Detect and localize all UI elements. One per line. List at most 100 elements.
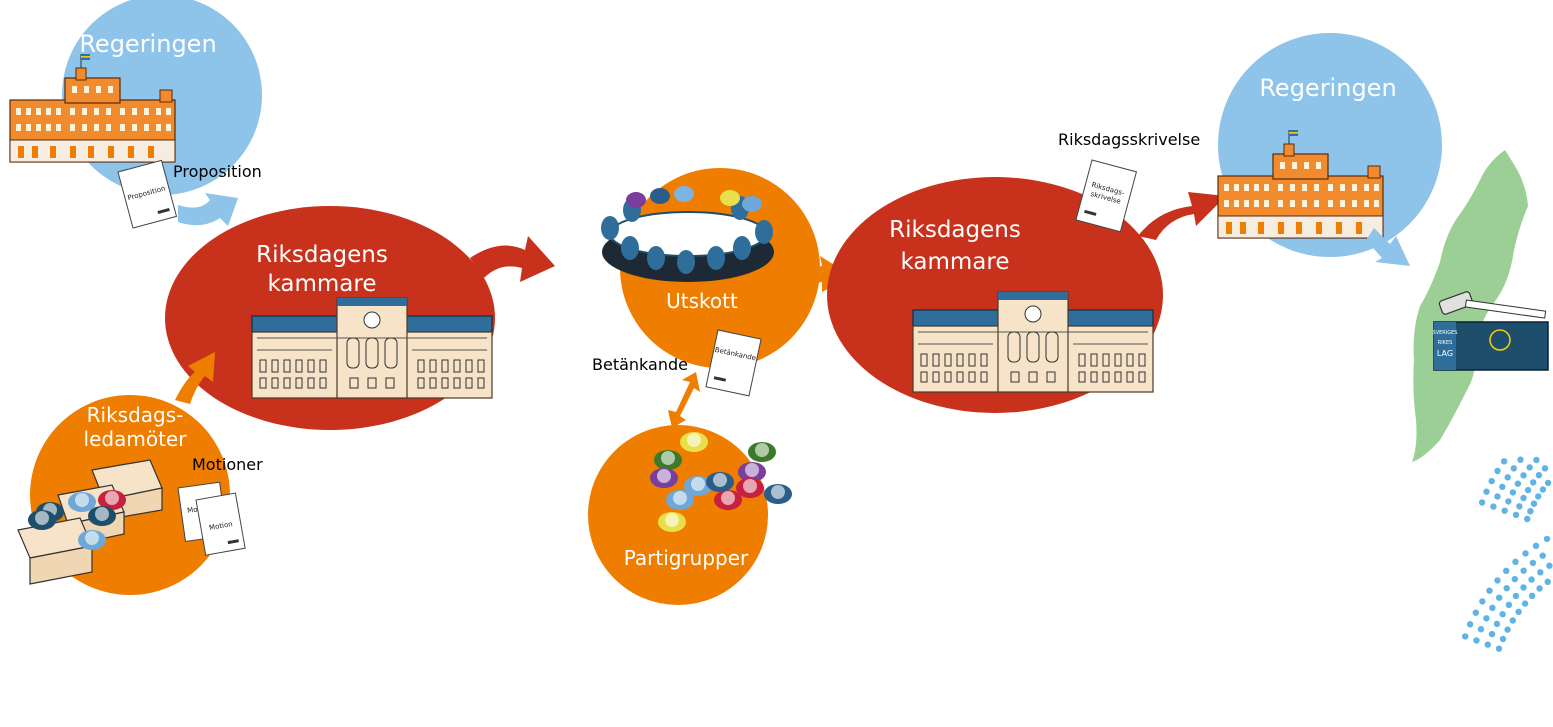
decorative-dot: [1483, 488, 1490, 495]
arrow-utskott-partigrupper: [668, 372, 700, 428]
arrow-proposition-to-kammare: [178, 193, 238, 226]
motion-documents-icon: Mot Motion: [177, 481, 246, 556]
regeringen-right-label: Regeringen: [1259, 74, 1396, 102]
decorative-dot: [1505, 498, 1512, 505]
decorative-dot: [1543, 535, 1551, 543]
arrow-kammare-to-utskott: [470, 236, 555, 282]
decorative-dot: [1514, 480, 1522, 487]
utskott-label: Utskott: [666, 289, 738, 313]
decorative-dot: [1526, 464, 1533, 471]
decorative-dot: [1484, 641, 1492, 648]
decorative-dot: [1544, 479, 1552, 487]
decorative-dot: [1515, 608, 1522, 615]
arrow-ledamoter-to-kammare: [175, 352, 215, 404]
ledamoter-label-line2: ledamöter: [84, 427, 188, 451]
kammare-left-label-line1: Riksdagens: [256, 242, 388, 268]
riksdagsskrivelse-document-icon: Riksdags- skrivelse: [1075, 159, 1138, 233]
riksdagsskrivelse-label: Riksdagsskrivelse: [1058, 130, 1200, 149]
decorative-dot: [1472, 609, 1480, 616]
kammare-right-label-line1: Riksdagens: [889, 217, 1021, 243]
regeringen-left-label: Regeringen: [79, 30, 216, 58]
decorative-dot: [1486, 587, 1493, 594]
decorative-dot: [1499, 611, 1506, 618]
decorative-dot: [1500, 458, 1508, 465]
decorative-dot: [1512, 511, 1520, 519]
decorative-dot: [1530, 479, 1537, 486]
decorative-dot: [1522, 550, 1529, 557]
decorative-dot: [1478, 499, 1486, 506]
decorative-dot: [1520, 584, 1527, 591]
proposition-document-icon: Proposition: [117, 159, 178, 229]
law-book-icon: SVERIGES RIKES LAG: [1433, 321, 1549, 371]
decorative-dot: [1511, 575, 1519, 583]
kammare-right-label-line2: kammare: [900, 249, 1009, 275]
decorative-dot: [1505, 601, 1513, 608]
decorative-dot: [1509, 489, 1517, 496]
betankande-document-icon: Betänkande: [705, 329, 762, 397]
kammare-left-label-line2: kammare: [267, 271, 376, 297]
decorative-dot: [1466, 621, 1474, 628]
decorative-dot: [1477, 626, 1485, 633]
decorative-dot: [1494, 493, 1501, 500]
decorative-dot: [1537, 569, 1544, 576]
svg-text:RIKES: RIKES: [1438, 340, 1453, 346]
motioner-label: Motioner: [192, 455, 263, 474]
decorative-dot: [1479, 598, 1486, 605]
committee-table-illustration: [601, 186, 774, 282]
mp-desks-illustration: [17, 459, 163, 585]
decorative-dot: [1494, 577, 1501, 584]
decorative-dot: [1503, 585, 1510, 592]
svg-text:Mot: Mot: [187, 505, 201, 515]
decorative-dot: [1536, 585, 1543, 592]
decorative-dot: [1499, 483, 1506, 490]
decorative-dot: [1504, 474, 1511, 481]
decorative-dot: [1535, 493, 1542, 500]
decorative-dot: [1546, 562, 1553, 569]
decorative-dot: [1544, 578, 1551, 585]
decorative-dot: [1539, 486, 1547, 493]
decorative-dot: [1524, 515, 1531, 523]
decorative-dot: [1528, 576, 1535, 583]
svg-text:LAG: LAG: [1437, 349, 1453, 358]
proposition-label: Proposition: [173, 162, 262, 181]
decorative-dot: [1520, 472, 1527, 479]
decorative-dot: [1528, 592, 1536, 599]
decorative-dot: [1529, 559, 1537, 567]
decorative-dot: [1516, 503, 1523, 510]
decorative-dot: [1494, 467, 1501, 475]
partigrupper-label: Partigrupper: [624, 546, 749, 570]
decorative-dot: [1539, 552, 1546, 559]
svg-text:SVERIGES: SVERIGES: [1433, 330, 1458, 336]
decorative-dot: [1501, 507, 1508, 514]
decorative-dot: [1541, 465, 1549, 472]
decorative-dot: [1495, 645, 1503, 652]
decorative-dot: [1489, 604, 1496, 611]
arrow-regeringen-to-law: [1366, 228, 1410, 266]
decorative-dot: [1535, 472, 1543, 479]
decorative-dot: [1496, 594, 1503, 601]
decorative-dot: [1499, 635, 1507, 643]
decorative-dot: [1512, 558, 1519, 565]
decorative-dot: [1520, 494, 1527, 502]
decorative-dot: [1533, 456, 1540, 464]
decorative-dot: [1462, 633, 1469, 640]
decorative-dot: [1527, 508, 1534, 515]
decorative-dot: [1510, 465, 1518, 472]
decorative-dot: [1530, 500, 1538, 507]
decorative-dots-pattern: [1462, 456, 1553, 652]
decorative-dot: [1504, 626, 1511, 633]
decorative-dot: [1520, 567, 1527, 574]
ledamoter-label-line1: Riksdags-: [87, 403, 184, 427]
decorative-dot: [1512, 592, 1520, 600]
decorative-dot: [1521, 600, 1529, 607]
arrow-kammare-to-regeringen: [1138, 192, 1226, 240]
decorative-dot: [1488, 630, 1496, 638]
svg-text:Motion: Motion: [209, 520, 234, 532]
decorative-dot: [1524, 486, 1532, 494]
decorative-dot: [1532, 542, 1540, 549]
decorative-dot: [1503, 567, 1510, 574]
decorative-dot: [1473, 637, 1480, 644]
decorative-dot: [1509, 617, 1517, 624]
decorative-dot: [1517, 456, 1524, 463]
